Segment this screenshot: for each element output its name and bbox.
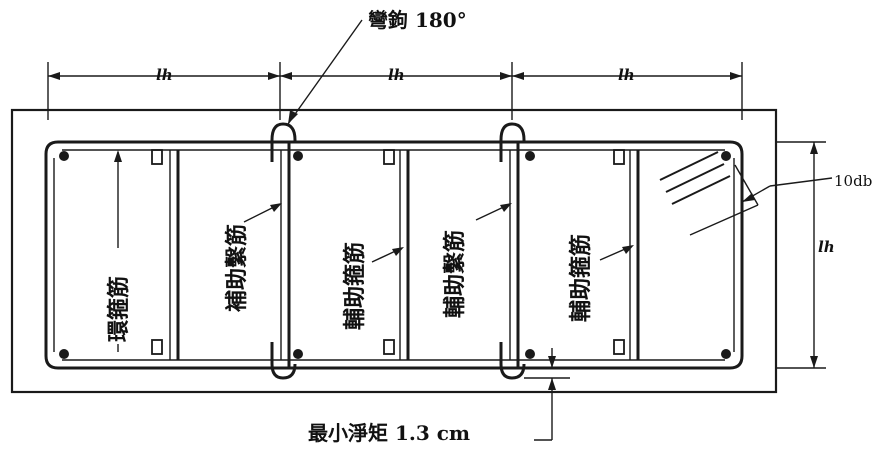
hook-leader-arrow [288, 110, 298, 124]
aux-tie-legs [169, 150, 640, 360]
dim-lh-side: lh [818, 238, 835, 256]
top-dimension [47, 62, 743, 120]
ext-length-label: 10db [834, 172, 872, 190]
aux-crosstie-label-1: 補助繫筋 [224, 224, 250, 313]
column-section-outline [10, 108, 778, 394]
longitudinal-bars [59, 151, 731, 359]
dim-lh-3: lh [618, 66, 635, 84]
ext-length-leader [741, 177, 833, 203]
crosstie-right [499, 122, 526, 380]
dim-lh-2: lh [388, 66, 405, 84]
hoop-tie-label: 環箍筋 [106, 276, 132, 342]
aux-tie-label-2: 輔助箍筋 [568, 234, 594, 322]
lap-notches [151, 149, 625, 355]
dim-lh-1: lh [156, 66, 173, 84]
hook-leader [287, 19, 363, 125]
min-clear-marker [524, 348, 570, 441]
min-clear-label: 最小淨矩 1.3 cm [308, 421, 470, 445]
hoop-tie-loop [44, 140, 744, 370]
aux-crosstie-label-2: 輔助繫筋 [442, 230, 468, 318]
crosstie-left [270, 122, 297, 380]
hoop-tie-inner-line [53, 149, 735, 361]
aux-tie-label-1: 輔助箍筋 [342, 242, 368, 330]
hook-label: 彎鉤 180° [368, 8, 467, 32]
